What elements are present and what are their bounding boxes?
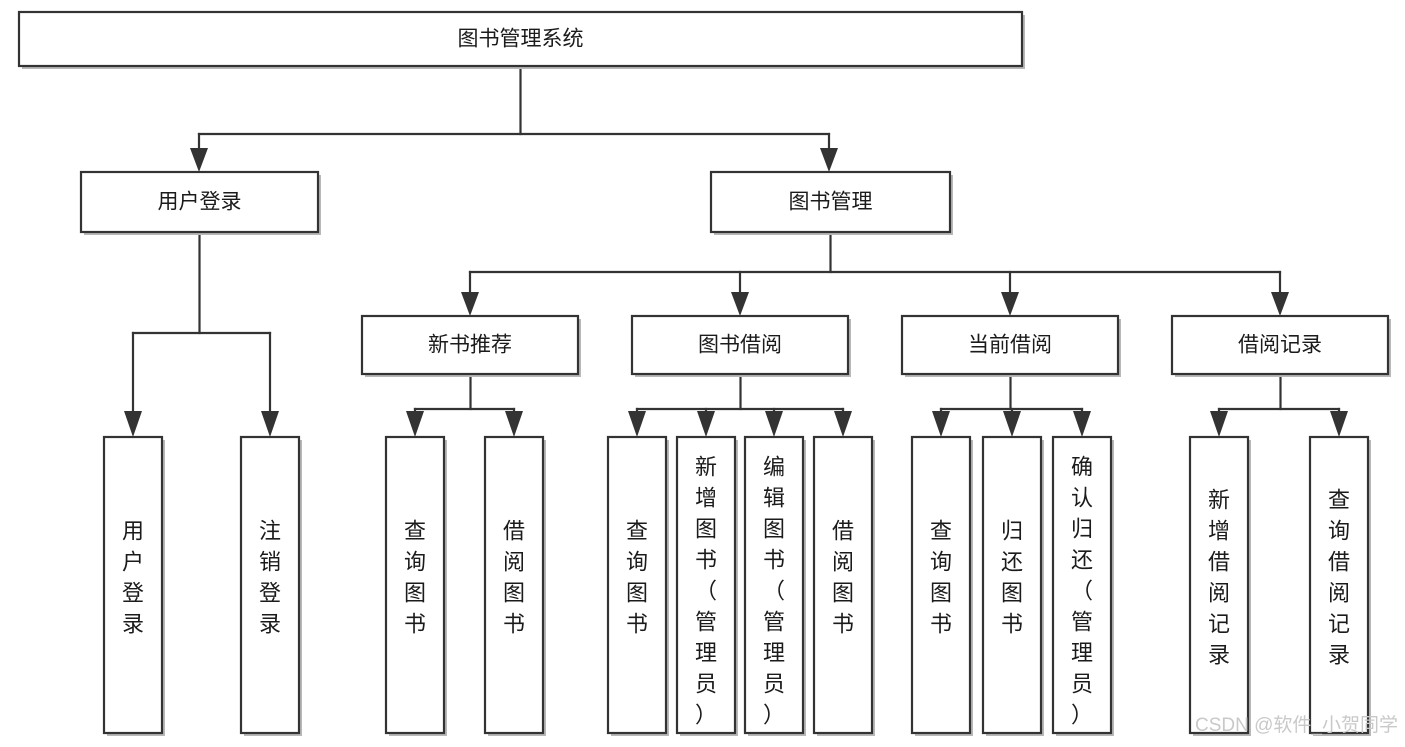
leaf-node-box[interactable] — [102, 435, 164, 735]
leaf-node-box[interactable] — [239, 435, 301, 735]
arrow-head-newbook — [461, 292, 479, 316]
root-node-label: 图书管理系统 — [458, 28, 584, 51]
level2-node-label: 图书管理 — [789, 191, 873, 214]
level3-node-box[interactable] — [1170, 314, 1390, 376]
leaf-node-label: 查询图书 — [930, 519, 952, 637]
leaf-node-label: 查询图书 — [404, 519, 426, 637]
arrow-head-bookmgmt — [820, 148, 838, 172]
nodes-layer: 图书管理系统用户登录图书管理新书推荐图书借阅当前借阅借阅记录用户登录注销登录查询… — [17, 10, 1391, 736]
arrow-head-user-login — [124, 411, 142, 437]
leaf-node-box[interactable] — [675, 435, 737, 735]
leaf-node[interactable]: 查询借阅记录 — [1308, 435, 1371, 736]
arrow-head-newbook-borrow — [505, 411, 523, 437]
leaf-node[interactable]: 借阅图书 — [483, 435, 546, 736]
leaf-node-box[interactable] — [483, 435, 545, 735]
leaf-node[interactable]: 用户登录 — [102, 435, 165, 736]
arrow-head-borrow — [731, 292, 749, 316]
leaf-node-box[interactable] — [1188, 435, 1250, 735]
leaf-node[interactable]: 新增图书（管理员） — [675, 435, 738, 736]
level3-node[interactable]: 借阅记录 — [1170, 314, 1391, 377]
arrow-head-record-query — [1330, 411, 1348, 437]
level3-node[interactable]: 图书借阅 — [630, 314, 851, 377]
level2-node[interactable]: 用户登录 — [79, 170, 321, 235]
leaf-node[interactable]: 确认归还（管理员） — [1051, 435, 1114, 736]
leaf-node-label: 新增图书（管理员） — [695, 455, 717, 728]
arrow-head-borrow-query — [628, 411, 646, 437]
level3-node-label: 新书推荐 — [428, 334, 512, 357]
leaf-node-box[interactable] — [812, 435, 874, 735]
level3-node-box[interactable] — [360, 314, 580, 376]
level3-node-label: 图书借阅 — [698, 334, 782, 357]
arrow-head-borrow-add — [697, 411, 715, 437]
leaf-node[interactable]: 新增借阅记录 — [1188, 435, 1251, 736]
leaf-node-label: 查询借阅记录 — [1328, 488, 1350, 668]
leaf-node-box[interactable] — [1051, 435, 1113, 735]
leaf-node-box[interactable] — [743, 435, 805, 735]
level3-node[interactable]: 新书推荐 — [360, 314, 581, 377]
leaf-node[interactable]: 借阅图书 — [812, 435, 875, 736]
arrow-head-current-query — [932, 411, 950, 437]
level2-node-label: 用户登录 — [158, 191, 242, 214]
arrow-head-record-add — [1210, 411, 1228, 437]
leaf-node-label: 注销登录 — [259, 519, 281, 637]
leaf-node-box[interactable] — [606, 435, 668, 735]
root-node[interactable]: 图书管理系统 — [17, 10, 1025, 69]
leaf-node-label: 新增借阅记录 — [1208, 488, 1230, 668]
leaf-node[interactable]: 注销登录 — [239, 435, 302, 736]
arrow-head-login — [190, 148, 208, 172]
leaf-node-box[interactable] — [384, 435, 446, 735]
level2-node-box[interactable] — [709, 170, 952, 234]
leaf-node-box[interactable] — [981, 435, 1043, 735]
level3-node-label: 当前借阅 — [968, 334, 1052, 357]
arrow-head-newbook-query — [406, 411, 424, 437]
level2-node-box[interactable] — [79, 170, 320, 234]
leaf-node-box[interactable] — [1308, 435, 1370, 735]
leaf-node[interactable]: 查询图书 — [606, 435, 669, 736]
leaf-node-label: 借阅图书 — [832, 519, 854, 637]
arrow-head-current — [1001, 292, 1019, 316]
arrow-head-current-confirm — [1073, 411, 1091, 437]
watermark-label: CSDN @软件_小贺同学 — [1195, 714, 1398, 736]
leaf-node-label: 编辑图书（管理员） — [763, 455, 785, 728]
leaf-node-label: 借阅图书 — [503, 519, 525, 637]
arrow-head-borrow-lend — [834, 411, 852, 437]
level3-node-label: 借阅记录 — [1238, 334, 1322, 357]
connector-layer — [124, 64, 1348, 437]
arrow-head-current-return — [1003, 411, 1021, 437]
level3-node-box[interactable] — [900, 314, 1120, 376]
arrow-head-record — [1271, 292, 1289, 316]
leaf-node[interactable]: 归还图书 — [981, 435, 1044, 736]
arrow-head-borrow-edit — [765, 411, 783, 437]
leaf-node[interactable]: 查询图书 — [910, 435, 973, 736]
leaf-node-label: 归还图书 — [1001, 519, 1023, 637]
leaf-node[interactable]: 查询图书 — [384, 435, 447, 736]
leaf-node-label: 查询图书 — [626, 519, 648, 637]
root-node-box[interactable] — [17, 10, 1024, 68]
leaf-node[interactable]: 编辑图书（管理员） — [743, 435, 806, 736]
arrow-head-user-logout — [261, 411, 279, 437]
level3-node-box[interactable] — [630, 314, 850, 376]
level2-node[interactable]: 图书管理 — [709, 170, 953, 235]
leaf-node-box[interactable] — [910, 435, 972, 735]
leaf-node-label: 确认归还（管理员） — [1071, 455, 1093, 728]
leaf-node-label: 用户登录 — [122, 519, 144, 637]
level3-node[interactable]: 当前借阅 — [900, 314, 1121, 377]
